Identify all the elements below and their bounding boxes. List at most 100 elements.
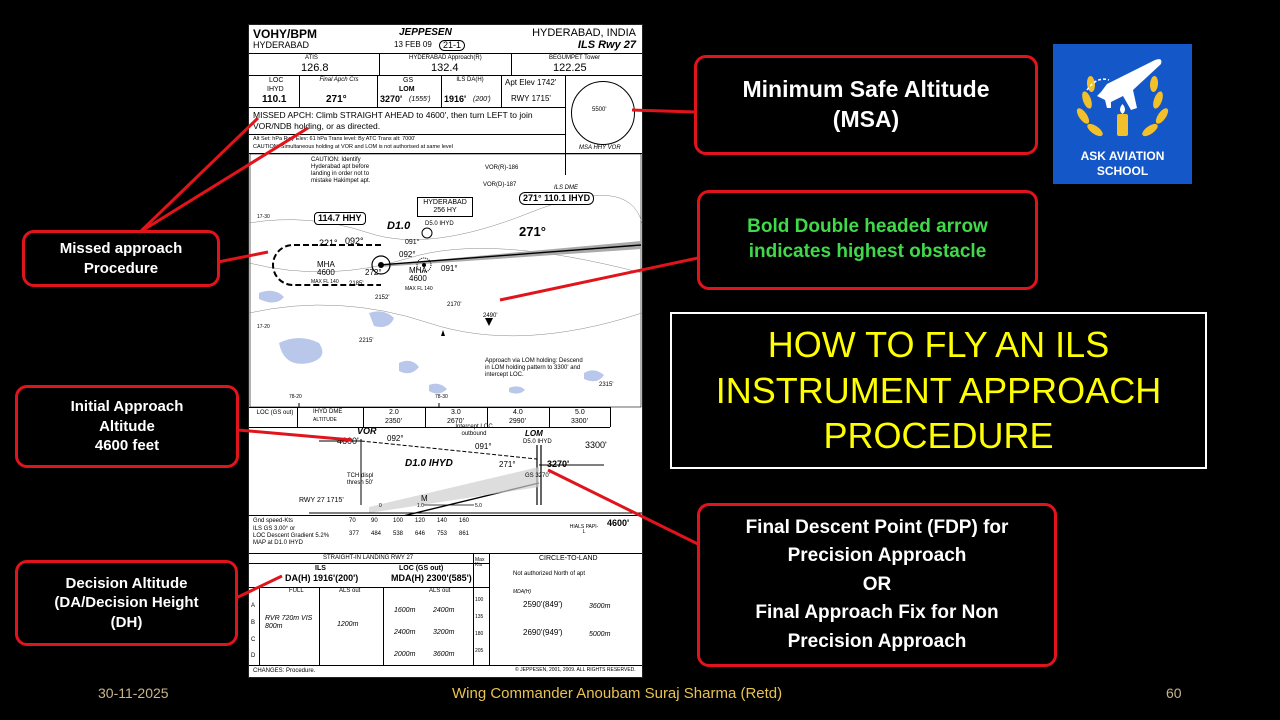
elev-2315: 2315' [599,382,614,388]
gs-fix: LOM [399,86,415,93]
full-label: FULL [289,588,304,594]
plate-city: HYDERABAD [253,40,310,50]
profile-alt-4600: 4600' [337,436,359,446]
ask-aviation-logo: ASK AVIATION SCHOOL [1053,44,1192,184]
callout-msa: Minimum Safe Altitude (MSA) [694,55,1038,155]
notes-line1: Alt Set: hPa Rwy Elev: 61 hPa Trans leve… [253,136,416,142]
profile-rwy: RWY 27 1715' [299,497,344,504]
kts-205: 205 [475,648,484,654]
profile-intercept: Intercept LOC outbound [455,424,493,437]
elev-2215: 2215' [359,338,374,344]
notes-line2: CAUTION: Simultaneous holding at VOR and… [253,144,453,150]
speed-cell: 140 [437,518,448,524]
gs-alt2: (1555') [409,96,431,103]
footer-page-number: 60 [1166,685,1182,701]
rwy-elev: RWY 1715' [511,94,551,103]
maxfl-1: MAX FL 140 [311,279,339,285]
cat-a: A [251,603,256,609]
d50-fix: D5.0 IHYD [425,221,454,227]
dme-alt-4: 2990' [509,418,526,425]
footer-date: 30-11-2025 [98,685,169,701]
profile-092: 092° [387,434,404,443]
changes-note: CHANGES: Procedure. [253,668,316,674]
circle-min-1: 2590'(849') [523,600,563,609]
dme-head-loc: LOC (GS out) [256,410,294,416]
profile-d50: D5.0 IHYD [523,439,552,445]
straight-in-label: STRAIGHT-IN LANDING RWY 27 [323,555,414,561]
crs-label: Final Apch Crs [319,77,359,83]
loc-vis-2: 2400m [394,629,416,636]
cat-c: C [251,637,256,643]
callout-obstacle: Bold Double headed arrow indicates highe… [697,190,1038,290]
circle-note: Not authorized North of apt [513,571,586,577]
speed-cell: 120 [415,518,426,524]
dme-head-5: 5.0 [575,409,585,416]
vis-1200: 1200m [337,621,359,628]
circle-vis-1: 3600m [589,603,611,610]
map-label: MAP at D1.0 IHYD [253,540,303,546]
copyright-note: © JEPPESEN, 2001, 2009. ALL RIGHTS RESER… [515,667,636,673]
loc-id: IHYD [267,86,284,93]
callout-missed-text: Missed approach Procedure [59,240,183,277]
dme-head-3: 3.0 [451,409,461,416]
atis-label: ATIS [305,55,318,61]
profile-091: 091° [475,442,492,451]
profile-map-m: M [421,494,428,503]
app-label: HYDERABAD Approach(R) [409,55,482,61]
profile-alt-3270: 3270' [547,459,570,469]
rate-cell: 484 [371,531,382,537]
rvr-vis: RVR 720m VIS 800m [265,615,313,631]
mha-1: MHA 4600 [317,260,335,278]
speed-cell: 100 [393,518,404,524]
plate-date: 13 FEB 09 [394,40,432,49]
lon-78-20: 78-20 [289,394,302,400]
rate-cell: 377 [349,531,360,537]
dme-head-2: 2.0 [389,409,399,416]
dh-value: (200') [473,96,491,103]
plate-location: HYDERABAD, INDIA [532,27,636,39]
lom-holding-note: Approach via LOM holding: Descend in LOM… [485,358,583,379]
hials-label: HIALS PAPI-L [569,524,599,535]
dme-head-4: 4.0 [513,409,523,416]
elev-2490-highest-obstacle: 2490' [483,313,498,319]
slide-title: HOW TO FLY AN ILS INSTRUMENT APPROACH PR… [715,323,1162,457]
da-label: ILS DA(H) [456,77,484,83]
mha-2: MHA 4600 [409,266,427,284]
ils-label: ILS [315,565,326,572]
loc-vis-als-1: 2400m [433,607,455,614]
msa-circle [571,81,635,145]
plate-id: VOHY/BPM [253,27,318,41]
profile-dist-0: 0 [379,503,382,509]
lon-78-30: 78-30 [435,394,448,400]
max-kts-label: Max Kts [475,557,485,568]
dme-row-alt-label: ALTITUDE [313,417,337,423]
plate-page: 21-1 [439,40,466,51]
cat-b: B [251,620,256,626]
logo-line1: ASK AVIATION [1080,149,1165,163]
radial-221: 221° [319,238,338,248]
als-out-label-2: ALS out [429,588,451,594]
logo-line2: SCHOOL [1096,164,1149,178]
rate-cell: 646 [415,531,426,537]
elev-2170: 2170' [447,302,462,308]
callout-fdp-text: Final Descent Point (FDP) for Precision … [745,516,1009,652]
profile-vor: VOR [357,426,377,436]
loc-freq: 110.1 [262,94,287,105]
als-out-label-1: ALS out [339,588,361,594]
footer-author: Wing Commander Anoubam Suraj Sharma (Ret… [452,685,783,702]
da-value: 1916' [444,94,467,104]
circle-vis-2: 5000m [589,631,611,638]
dme-head-ihyd: IHYD DME [313,409,343,415]
approach-chart: VOHY/BPM HYDERABAD JEPPESEN 13 FEB 09 21… [248,24,643,678]
callout-initial-approach: Initial Approach Altitude 4600 feet [15,385,239,468]
profile-tch: TCH displ thresh 50' [347,473,374,486]
speed-label: Gnd speed-Kts [253,518,294,524]
missed-alt-4600: 4600' [607,518,630,528]
msa-label: MSA HHY VOR [579,145,621,151]
profile-dist-1: 1.0 [417,503,424,509]
speed-cell: 90 [371,518,378,524]
callout-initial-text: Initial Approach Altitude 4600 feet [70,398,184,455]
rate-cell: 538 [393,531,404,537]
vor-ident-box: 114.7 HHY [314,212,366,225]
gs-label: GS [403,77,414,84]
